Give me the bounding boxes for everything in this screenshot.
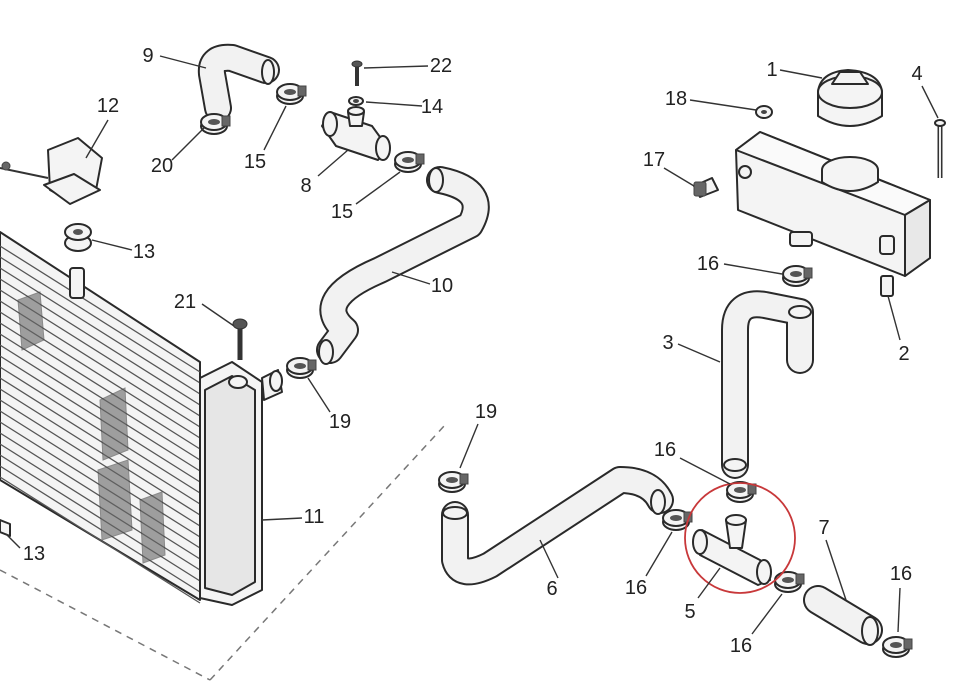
clamp-15-a (276, 83, 307, 105)
leader-line-clamp-20 (171, 127, 205, 161)
hose-9 (197, 43, 280, 122)
grommet-13-top (64, 223, 92, 252)
part-label-clamp-16-d: 16 (730, 635, 752, 657)
leader-line-grommet-13-bottom (5, 533, 21, 549)
leader-line-clamp-16-a (723, 263, 783, 275)
part-label-clamp-16-b: 16 (654, 439, 676, 461)
part-label-hose-3: 3 (662, 332, 673, 354)
leader-line-bolt-21 (201, 303, 235, 327)
part-label-clamp-16-c: 16 (625, 577, 647, 599)
part-label-clamp-19-b: 19 (475, 401, 497, 423)
hose-7 (803, 585, 883, 646)
bolt-21 (232, 318, 248, 360)
leader-line-nut-18 (689, 99, 757, 111)
leader-line-hose-9 (159, 55, 207, 69)
leader-line-bolt-17 (663, 167, 695, 187)
part-label-bracket-12: 12 (97, 95, 119, 117)
leader-line-hose-7 (825, 539, 847, 601)
part-label-t-junction-5: 5 (684, 601, 695, 623)
part-label-bolt-2: 2 (898, 343, 909, 365)
screw-22 (351, 60, 363, 86)
expansion-tank (735, 131, 931, 277)
clamp-19-b (438, 471, 469, 493)
hose-10 (316, 166, 490, 365)
part-label-clamp-16-e: 16 (890, 563, 912, 585)
part-label-hose-6: 6 (546, 578, 557, 600)
leader-line-clamp-16-d (751, 593, 783, 635)
part-label-hose-10: 10 (431, 275, 453, 297)
leader-line-grommet-13-top (91, 239, 133, 251)
hose-6 (441, 466, 674, 586)
leader-line-bolt-4 (921, 85, 939, 119)
part-label-bolt-4: 4 (911, 63, 922, 85)
leader-line-hose-6 (539, 539, 559, 579)
part-label-hose-7: 7 (818, 517, 829, 539)
leader-line-t-junction-8 (317, 149, 349, 177)
part-label-t-junction-8: 8 (300, 175, 311, 197)
bolt-2 (880, 275, 894, 297)
part-label-bolt-17: 17 (643, 149, 665, 171)
leader-line-cap (779, 69, 823, 79)
clamp-15-b (394, 151, 425, 173)
part-label-bolt-21: 21 (174, 291, 196, 313)
leader-line-bolt-2 (887, 295, 901, 341)
clamp-20 (200, 113, 231, 135)
part-label-clamp-15-a: 15 (244, 151, 266, 173)
plug-14 (348, 96, 364, 106)
leader-line-hose-10 (391, 271, 431, 285)
part-label-grommet-13-top: 13 (133, 241, 155, 263)
part-label-cap: 1 (766, 59, 777, 81)
leader-line-clamp-16-e (897, 587, 901, 633)
leader-line-clamp-16-c (645, 531, 673, 577)
leader-line-clamp-19-a (307, 377, 331, 413)
part-label-grommet-13-bottom: 13 (23, 543, 45, 565)
clamp-16-d (774, 571, 805, 593)
part-label-screw-22: 22 (430, 55, 452, 77)
part-label-clamp-20: 20 (151, 155, 173, 177)
part-label-radiator: 11 (304, 506, 325, 528)
assembly-dashed-line (0, 424, 446, 681)
leader-line-clamp-15-b (355, 171, 401, 205)
leader-line-bracket-12 (85, 119, 109, 159)
part-label-hose-9: 9 (142, 45, 153, 67)
clamp-16-c (662, 509, 693, 531)
bracket-12 (0, 137, 103, 205)
leader-line-clamp-16-b (679, 457, 731, 485)
clamp-16-e (882, 636, 913, 658)
part-label-nut-18: 18 (665, 88, 687, 110)
part-label-plug-14: 14 (421, 96, 443, 118)
bolt-17 (693, 177, 719, 198)
nut-18 (755, 105, 773, 119)
cap (817, 69, 883, 127)
leader-line-clamp-15-a (263, 105, 287, 151)
t-junction-5 (692, 514, 772, 586)
clamp-19-a (286, 357, 317, 379)
hose-3 (721, 290, 814, 479)
part-label-clamp-19-a: 19 (329, 411, 351, 433)
leader-line-clamp-19-b (459, 423, 479, 469)
leader-line-radiator (261, 517, 303, 521)
leader-line-plug-14 (365, 101, 423, 107)
leader-line-screw-22 (363, 65, 429, 69)
part-label-clamp-16-a: 16 (697, 253, 719, 275)
clamp-16-a (782, 265, 813, 287)
highlight-circle (684, 482, 796, 594)
t-junction-8 (321, 106, 391, 161)
radiator (0, 231, 283, 606)
leader-line-t-junction-5 (697, 567, 721, 599)
grommet-13-bottom (0, 519, 11, 537)
clamp-16-b (726, 481, 757, 503)
leader-line-hose-3 (677, 343, 721, 363)
bolt-4 (934, 119, 946, 178)
part-label-clamp-15-b: 15 (331, 201, 353, 223)
